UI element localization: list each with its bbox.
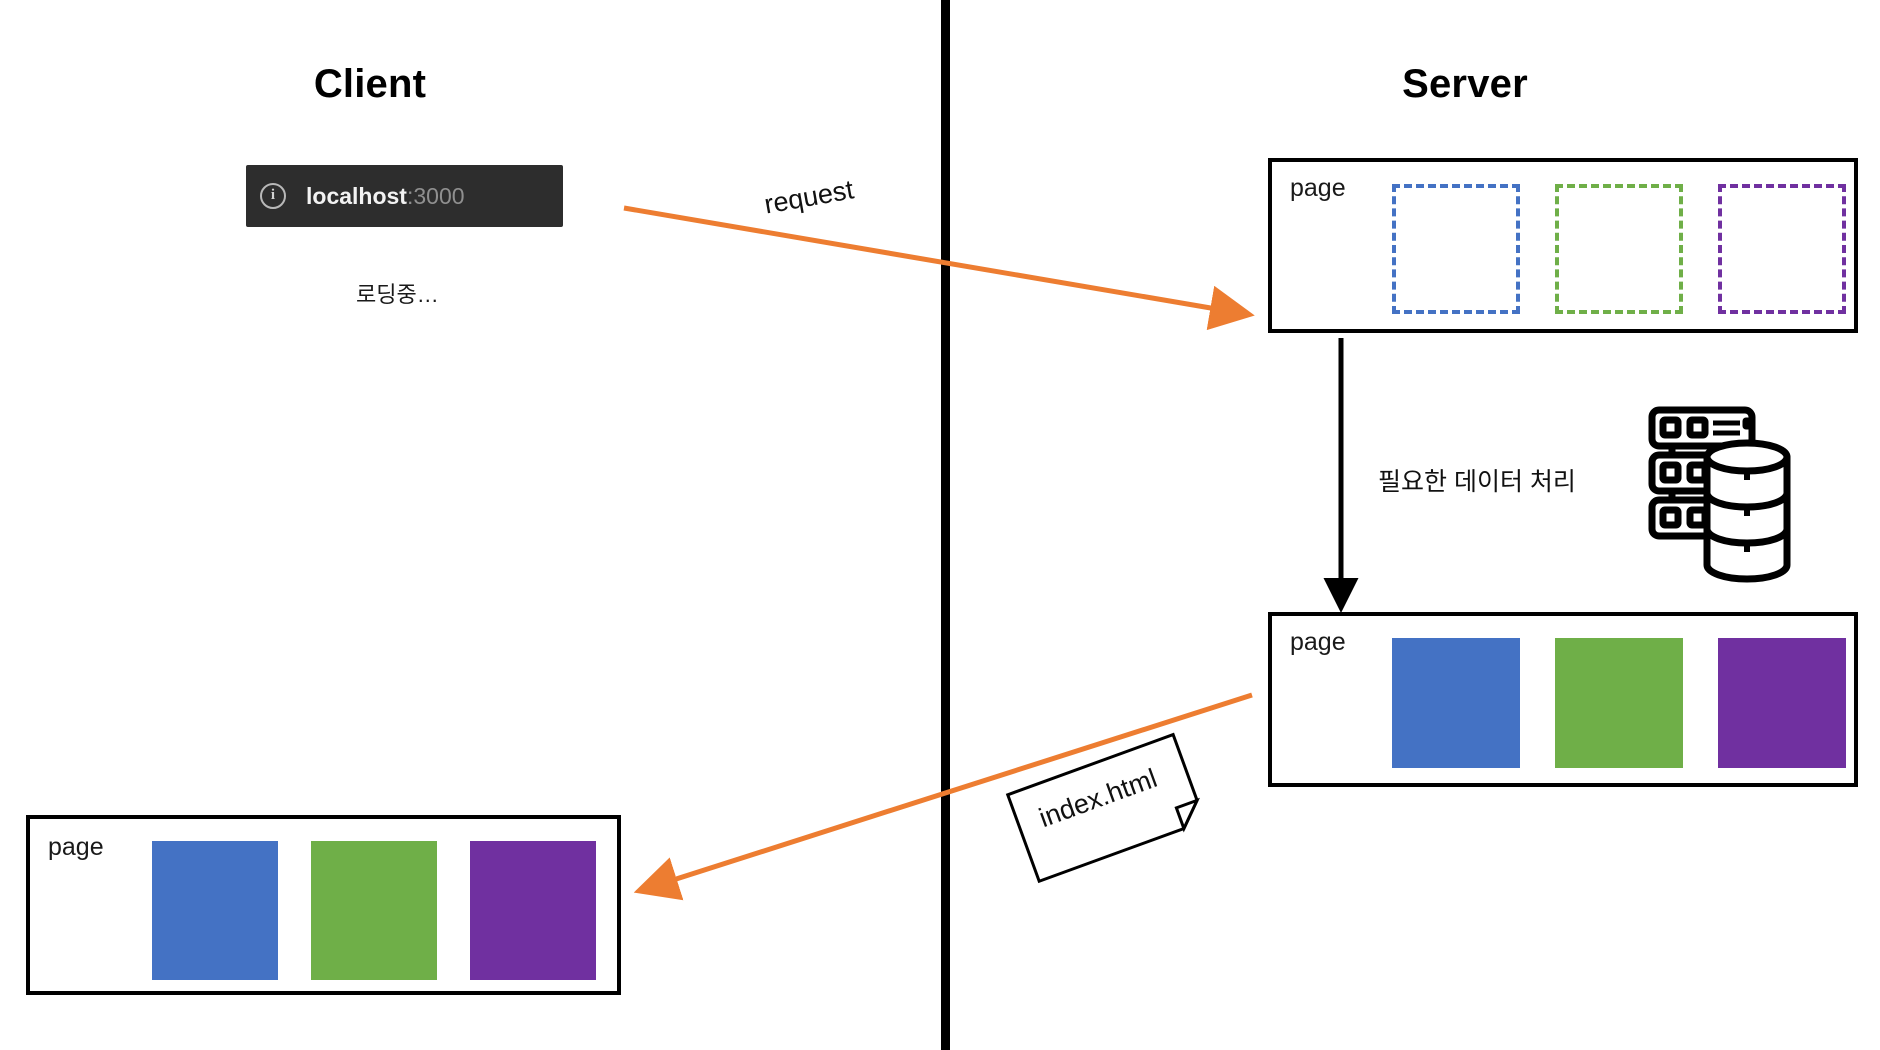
page-label: page <box>1290 628 1346 656</box>
request-label: request <box>762 174 856 220</box>
client-server-divider <box>941 0 950 1050</box>
client-rendered-page-box: page <box>26 815 621 995</box>
url-port: :3000 <box>406 182 465 209</box>
page-title-server: Server <box>1402 62 1528 106</box>
server-database-icon <box>1648 406 1791 583</box>
url-host: localhost <box>306 182 407 209</box>
url-text: localhost:3000 <box>306 183 465 210</box>
blue-block <box>152 841 278 980</box>
green-block <box>1555 184 1683 314</box>
blue-block <box>1392 638 1520 768</box>
info-icon[interactable]: i <box>260 183 286 209</box>
process-data-label: 필요한 데이터 처리 <box>1378 468 1576 496</box>
purple-block <box>1718 184 1846 314</box>
browser-url-bar[interactable]: i localhost:3000 <box>246 165 563 227</box>
page-label: page <box>48 833 104 861</box>
server-template-page-box: page <box>1268 158 1858 333</box>
purple-block <box>1718 638 1846 768</box>
purple-block <box>470 841 596 980</box>
server-rendered-page-box: page <box>1268 612 1858 787</box>
green-block <box>1555 638 1683 768</box>
blue-block <box>1392 184 1520 314</box>
loading-status-text: 로딩중… <box>356 282 439 307</box>
green-block <box>311 841 437 980</box>
page-label: page <box>1290 174 1346 202</box>
request-arrow <box>623 205 1255 331</box>
page-title-client: Client <box>313 62 427 106</box>
response-file-label: index.html <box>1035 762 1161 834</box>
